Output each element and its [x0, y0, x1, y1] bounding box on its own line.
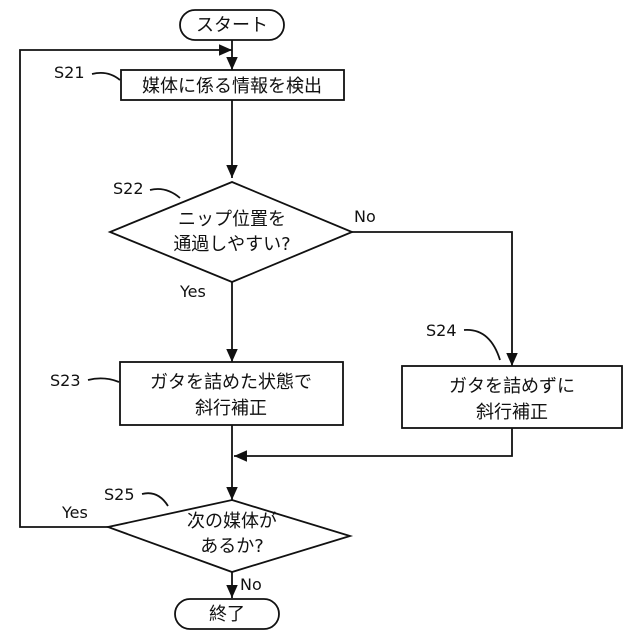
- s22-diamond: [110, 182, 352, 282]
- arrow-s22-no-to-s24: [352, 232, 512, 366]
- arrow-s24-merge: [234, 428, 512, 456]
- s24-leader: [464, 330, 500, 360]
- s24-text-line1: ガタを詰めずに: [449, 376, 575, 397]
- s22-yes-label: Yes: [179, 282, 206, 301]
- s21-leader: [92, 73, 120, 80]
- s25-no-label: No: [240, 575, 262, 594]
- s22-leader: [150, 189, 180, 198]
- s23-text-line2: 斜行補正: [195, 398, 267, 419]
- s22-text-line1: ニップ位置を: [178, 209, 286, 230]
- s24-step-label: S24: [426, 321, 457, 340]
- s25-yes-label: Yes: [61, 503, 88, 522]
- s23-text-line1: ガタを詰めた状態で: [150, 372, 312, 393]
- decision-s22: ニップ位置を 通過しやすい?: [110, 182, 352, 282]
- process-s24: ガタを詰めずに 斜行補正: [402, 366, 622, 428]
- s25-text-line2: あるか?: [200, 536, 264, 557]
- s25-text-line1: 次の媒体が: [187, 511, 277, 532]
- s25-leader: [142, 493, 168, 506]
- s25-step-label: S25: [104, 485, 135, 504]
- start-label: スタート: [196, 15, 268, 36]
- process-s21: 媒体に係る情報を検出: [121, 70, 344, 100]
- s24-text-line2: 斜行補正: [476, 402, 548, 423]
- s22-no-label: No: [354, 207, 376, 226]
- s22-step-label: S22: [113, 179, 144, 198]
- s23-leader: [88, 378, 119, 382]
- end-label: 終了: [209, 604, 245, 625]
- s21-step-label: S21: [54, 63, 85, 82]
- s21-text: 媒体に係る情報を検出: [142, 76, 322, 97]
- end-terminator: 終了: [175, 599, 279, 629]
- s23-step-label: S23: [50, 371, 81, 390]
- s22-text-line2: 通過しやすい?: [173, 234, 290, 255]
- process-s23: ガタを詰めた状態で 斜行補正: [120, 362, 343, 425]
- decision-s25: 次の媒体が あるか?: [108, 500, 350, 572]
- start-terminator: スタート: [180, 10, 284, 40]
